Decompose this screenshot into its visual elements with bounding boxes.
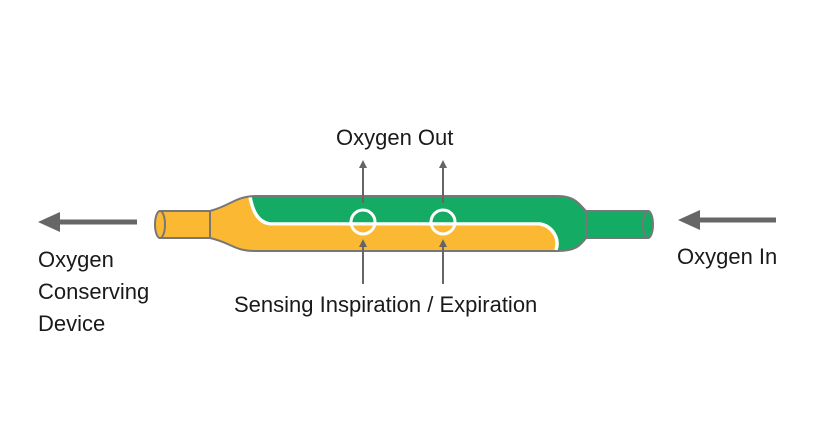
outflow-arrow-left-icon [38, 212, 137, 232]
oxygen-in-label: Oxygen In [677, 244, 778, 269]
sensing-label: Sensing Inspiration / Expiration [234, 292, 538, 317]
sensor-ring-icon [349, 208, 377, 236]
device-label-line: Conserving [38, 279, 150, 304]
device-label-line: Device [38, 311, 106, 336]
device-label-line: Oxygen [38, 247, 114, 272]
oxygen-out-label: Oxygen Out [336, 125, 454, 150]
sensor-ring-icon [429, 208, 457, 236]
conserver-tube [154, 195, 654, 252]
tube-body [209, 195, 587, 252]
oxygen-out-arrows [359, 160, 447, 203]
inflow-arrow-left-icon [678, 210, 776, 230]
sensing-arrows [359, 239, 447, 284]
oxygen-conserving-device-label: Oxygen Conserving Device [38, 244, 149, 340]
right-nozzle [579, 210, 654, 239]
